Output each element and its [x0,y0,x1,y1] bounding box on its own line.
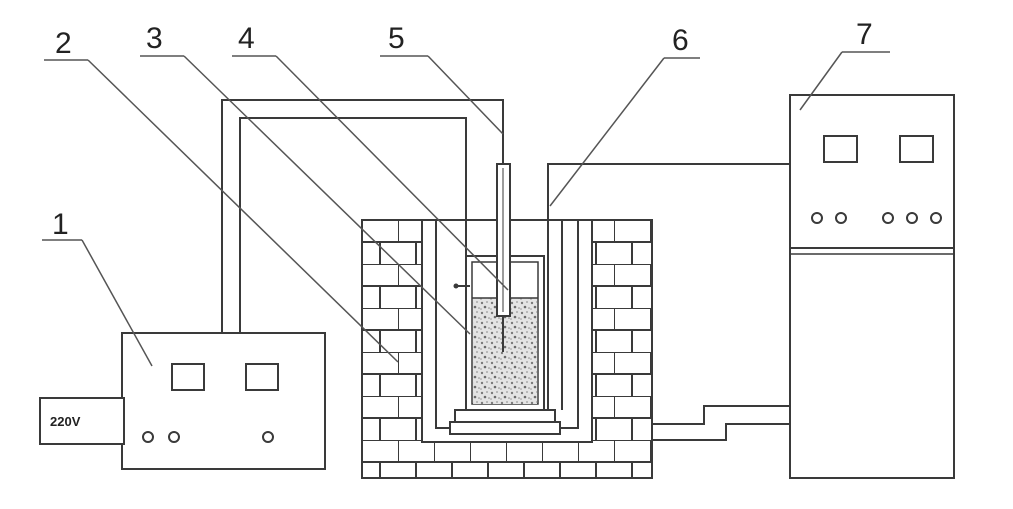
side-thermocouple-tip [453,283,459,289]
wire-recorder-bottom-b [652,423,790,441]
power-plug-label: 220V [50,414,81,429]
recorder-knob-1 [811,212,823,224]
controller-display-right [245,363,279,391]
callout-5-leader [427,55,504,135]
callout-label-2: 2 [55,27,72,60]
wire-outer [221,99,504,333]
recorder-display-left [823,135,858,163]
wire-to-recorder [547,163,790,220]
furnace-outer-lining [421,220,593,443]
controller-knob-1 [142,431,154,443]
recorder-cabinet [789,94,955,479]
callout-4-leader [275,55,509,291]
callout-label-5: 5 [388,22,405,55]
callout-7-leader [799,51,843,111]
controller-body [121,332,326,470]
power-plug [39,397,125,445]
wire-inner [239,117,467,333]
crucible-base-plate-upper [454,409,556,423]
callout-2-leader [87,59,399,363]
controller-display-left [171,363,205,391]
recorder-knob-3 [882,212,894,224]
controller-knob-2 [168,431,180,443]
callout-6-leader [549,57,665,207]
temperature-controller: 220V [39,332,326,470]
controller-knob-3 [262,431,274,443]
wire-recorder-bottom-a [652,405,790,425]
callouts: 1 2 3 4 5 6 7 [42,18,890,367]
recorder-knob-2 [835,212,847,224]
probe-assembly [453,122,511,352]
recorder-knob-5 [930,212,942,224]
callout-label-7: 7 [856,18,873,51]
furnace [361,219,653,479]
recorder-display-right [899,135,934,163]
callout-label-3: 3 [146,22,163,55]
callout-label-4: 4 [238,22,255,55]
callout-label-6: 6 [672,24,689,57]
heating-tube [547,220,563,410]
crucible [465,255,545,411]
crucible-base-plate-lower [449,421,561,435]
wiring [221,99,790,441]
recorder-knob-4 [906,212,918,224]
callout-1-leader [81,239,153,367]
callout-3-leader [183,55,471,335]
callout-label-1: 1 [52,208,69,241]
